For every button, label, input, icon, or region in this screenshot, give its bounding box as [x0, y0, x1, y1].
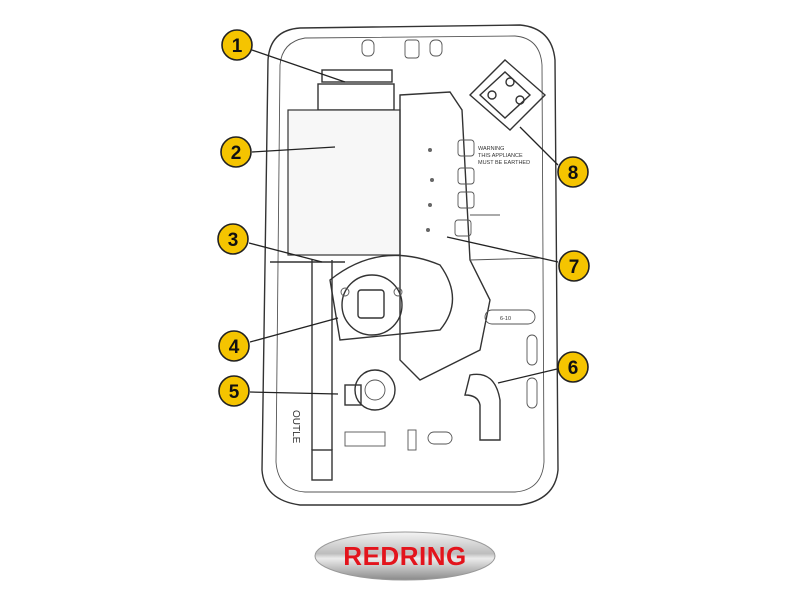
heater-tank	[287, 69, 401, 256]
range-label: 6-10	[500, 316, 511, 322]
callout-8: 8	[557, 156, 589, 188]
callout-3: 3	[217, 223, 249, 255]
redring-logo: REDRING	[314, 531, 496, 581]
svg-text:5: 5	[229, 382, 240, 403]
callout-4: 4	[218, 330, 250, 362]
outlet-pipe	[270, 260, 345, 481]
range-plate	[484, 309, 536, 325]
warning-line-2: MUST BE EARTHED	[478, 160, 530, 166]
callout-2: 2	[220, 136, 252, 168]
solenoid-valve	[344, 369, 396, 411]
bottom-slots	[344, 334, 538, 451]
svg-text:1: 1	[232, 36, 243, 57]
svg-text:6: 6	[568, 358, 579, 379]
svg-text:7: 7	[569, 257, 580, 278]
svg-text:REDRING: REDRING	[343, 541, 466, 571]
mounting-slots	[361, 39, 443, 59]
elbow-pipe	[464, 373, 501, 441]
control-panel-plate	[399, 91, 541, 381]
shower-casing	[261, 24, 559, 506]
callout-7: 7	[558, 250, 590, 282]
callout-6: 6	[557, 351, 589, 383]
callout-leaders	[248, 49, 559, 395]
svg-text:4: 4	[229, 337, 240, 358]
callout-1: 1	[221, 29, 253, 61]
svg-text:3: 3	[228, 230, 239, 251]
svg-text:2: 2	[231, 143, 242, 164]
outlet-label: OUTLE	[290, 410, 301, 444]
warning-title: WARNING	[478, 146, 504, 152]
casing-inner-edge	[275, 35, 545, 493]
callout-5: 5	[218, 375, 250, 407]
terminal-block	[468, 59, 547, 131]
pressure-valve	[329, 254, 454, 341]
warning-line-1: THIS APPLIANCE	[478, 153, 523, 159]
svg-text:8: 8	[568, 163, 579, 184]
